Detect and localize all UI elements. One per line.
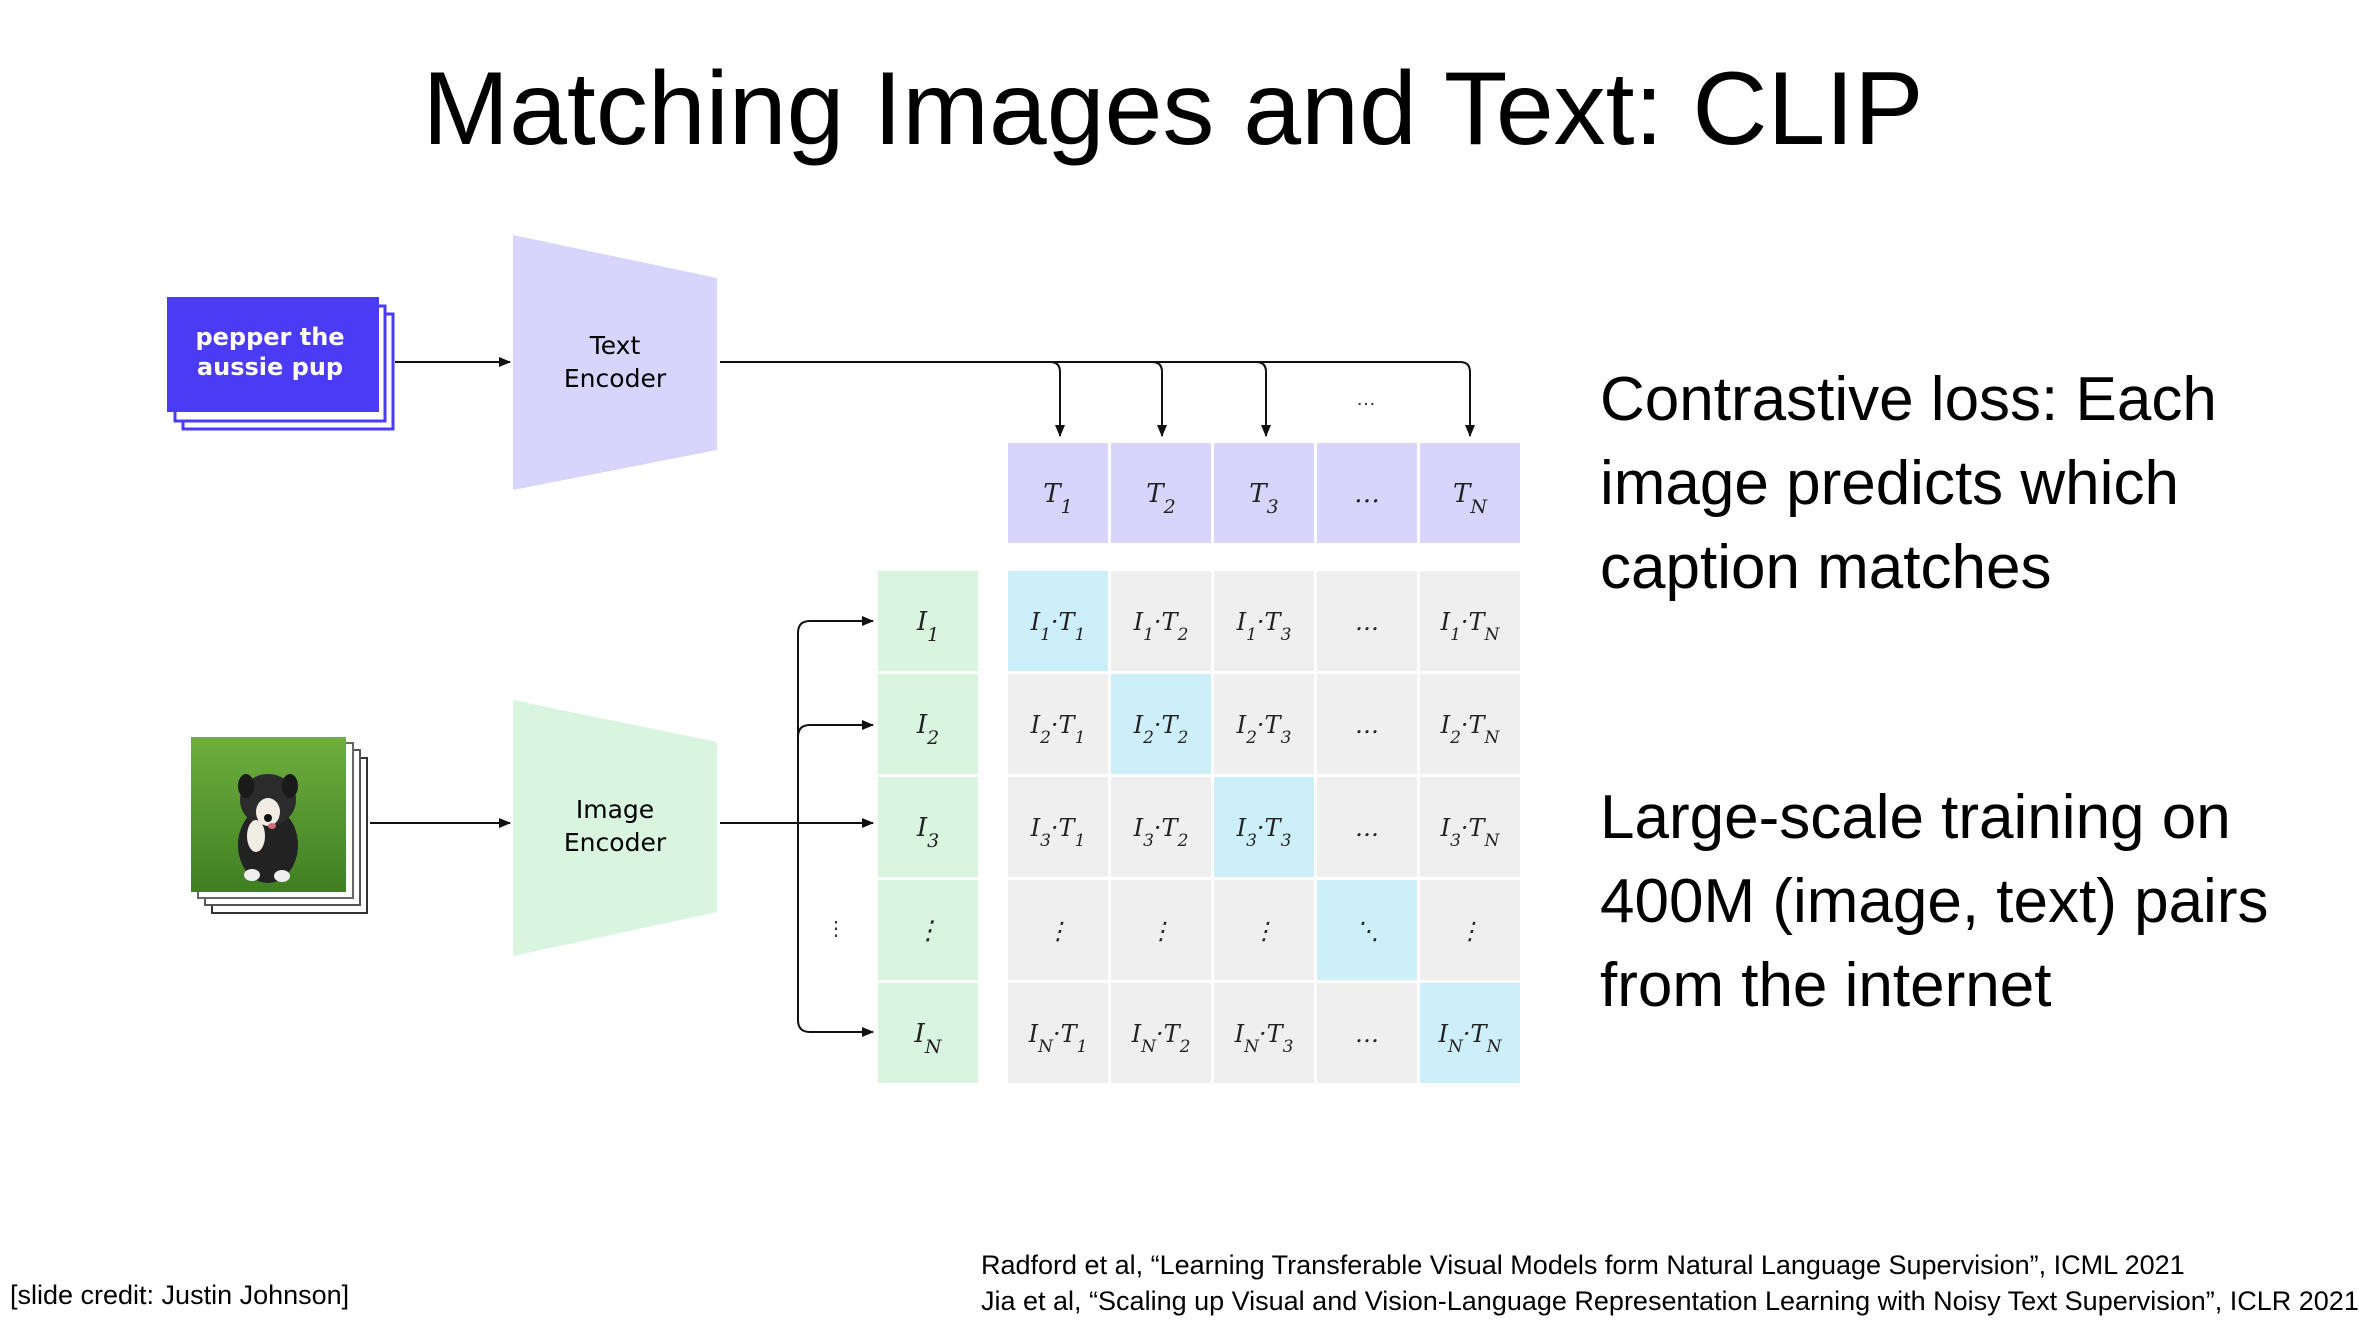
bullet-large-scale-training: Large-scale training on 400M (image, tex… — [1600, 783, 2269, 1020]
matrix-cell: ⋮ — [1111, 880, 1211, 980]
matrix-cell-label: I3·T1 — [1030, 814, 1086, 851]
matrix-cell: I3·T1 — [1008, 777, 1108, 877]
image-feature-cell: I2 — [878, 674, 978, 774]
matrix-cell-diagonal: IN·TN — [1420, 983, 1520, 1083]
matrix-cell: I1·TN — [1420, 571, 1520, 671]
matrix-cell-label: … — [1355, 711, 1379, 739]
image-feature-cell: I3 — [878, 777, 978, 877]
matrix-cell-label: I1·T3 — [1236, 608, 1292, 645]
matrix-cell-diagonal-label: ⋱ — [1355, 917, 1379, 945]
matrix-cell-label: I3·T2 — [1133, 814, 1189, 851]
image-arrows-vellipsis: ⋮ — [826, 918, 846, 940]
image-feature-cell-label: I3 — [916, 813, 939, 852]
matrix-cell-label: I2·TN — [1440, 711, 1501, 748]
text-feature-cell-label: T3 — [1249, 479, 1278, 518]
image-feature-cell-label: IN — [914, 1019, 943, 1058]
matrix-cell: ⋮ — [1420, 880, 1520, 980]
text-feature-cell-label: T1 — [1043, 479, 1072, 518]
matrix-cell-label: … — [1355, 814, 1379, 842]
matrix-cell: I2·T1 — [1008, 674, 1108, 774]
text-feature-row: T1 T2 T3 … TN — [1008, 443, 1520, 543]
matrix-cell: ⋮ — [1214, 880, 1314, 980]
matrix-cell: I3·TN — [1420, 777, 1520, 877]
matrix-cell-label: I1·TN — [1440, 608, 1501, 645]
matrix-cell: ⋮ — [1008, 880, 1108, 980]
matrix-cell-label: … — [1355, 1020, 1379, 1048]
matrix-cell: … — [1317, 983, 1417, 1083]
matrix-cell-label: I2·T3 — [1236, 711, 1292, 748]
matrix-cell: I1·T3 — [1214, 571, 1314, 671]
matrix-cell-diagonal-label: IN·TN — [1438, 1020, 1503, 1057]
image-stack — [191, 737, 368, 914]
matrix-cell-diagonal-label: I1·T1 — [1030, 608, 1086, 645]
matrix-cell-label: IN·T2 — [1131, 1020, 1191, 1057]
matrix-cell-diagonal-label: I2·T2 — [1133, 711, 1189, 748]
matrix-cell-diagonal: ⋱ — [1317, 880, 1417, 980]
text-feature-cell: T3 — [1214, 443, 1314, 543]
matrix-cell: IN·T2 — [1111, 983, 1211, 1083]
matrix-cell: I3·T2 — [1111, 777, 1211, 877]
matrix-cell-label: IN·T1 — [1028, 1020, 1088, 1057]
matrix-cell-label: I2·T1 — [1030, 711, 1086, 748]
matrix-cell-label: ⋮ — [1149, 917, 1173, 945]
similarity-matrix: I1·T1 I1·T2 I1·T3 … I1·TN I2·T1 I2·T2 I2·T3 … I2·… — [1008, 571, 1520, 1083]
image-feature-cell: IN — [878, 983, 978, 1083]
image-feature-cell: I1 — [878, 571, 978, 671]
image-feature-cell-label: ⋮ — [915, 916, 941, 946]
image-feature-cell-label: I2 — [916, 710, 939, 749]
matrix-cell: I1·T2 — [1111, 571, 1211, 671]
text-feature-cell: T1 — [1008, 443, 1108, 543]
matrix-cell-diagonal: I2·T2 — [1111, 674, 1211, 774]
matrix-cell-label: I1·T2 — [1133, 608, 1189, 645]
text-feature-cell: … — [1317, 443, 1417, 543]
matrix-cell-diagonal: I1·T1 — [1008, 571, 1108, 671]
text-encoder-label-line1: Text — [589, 331, 641, 360]
text-feature-cell-label: T2 — [1146, 479, 1175, 518]
image-encoder-label-line2: Encoder — [564, 828, 667, 857]
text-feature-cell-label: … — [1354, 479, 1380, 509]
puppy-photo — [191, 737, 346, 892]
matrix-cell: IN·T1 — [1008, 983, 1108, 1083]
slide-credit: [slide credit: Justin Johnson] — [10, 1280, 350, 1310]
matrix-cell-diagonal: I3·T3 — [1214, 777, 1314, 877]
matrix-cell-label: ⋮ — [1458, 917, 1482, 945]
matrix-cell-label: IN·T3 — [1234, 1020, 1294, 1057]
matrix-cell: … — [1317, 571, 1417, 671]
caption-text-line1: pepper the — [195, 323, 344, 351]
text-feature-cell: TN — [1420, 443, 1520, 543]
caption-card — [167, 297, 379, 412]
reference-radford: Radford et al, “Learning Transferable Vi… — [981, 1250, 2185, 1280]
reference-jia: Jia et al, “Scaling up Visual and Vision… — [981, 1286, 2359, 1316]
matrix-cell-label: I3·TN — [1440, 814, 1501, 851]
caption-card-stack: pepper the aussie pup — [167, 297, 395, 431]
bullet-contrastive-loss: Contrastive loss: Each image predicts wh… — [1600, 365, 2217, 602]
image-feature-arrows: ⋮ — [720, 616, 874, 1037]
matrix-cell: … — [1317, 674, 1417, 774]
matrix-cell-label: ⋮ — [1046, 917, 1070, 945]
text-feature-cell-label: TN — [1453, 479, 1488, 518]
image-feature-cell-label: I1 — [916, 607, 939, 646]
image-feature-cell: ⋮ — [878, 880, 978, 980]
slide-title: Matching Images and Text: CLIP — [422, 51, 1924, 167]
text-encoder — [513, 235, 717, 490]
text-feature-arrows: … — [720, 361, 1475, 437]
caption-text-line2: aussie pup — [197, 353, 343, 381]
matrix-cell: IN·T3 — [1214, 983, 1314, 1083]
text-feature-cell: T2 — [1111, 443, 1211, 543]
matrix-cell: I2·T3 — [1214, 674, 1314, 774]
matrix-cell-label: ⋮ — [1252, 917, 1276, 945]
image-encoder-label-line1: Image — [576, 795, 654, 824]
matrix-cell: … — [1317, 777, 1417, 877]
image-encoder — [513, 700, 717, 956]
matrix-cell: I2·TN — [1420, 674, 1520, 774]
text-encoder-label-line2: Encoder — [564, 364, 667, 393]
matrix-cell-diagonal-label: I3·T3 — [1236, 814, 1292, 851]
matrix-cell-label: … — [1355, 608, 1379, 636]
text-arrows-ellipsis: … — [1356, 388, 1376, 410]
